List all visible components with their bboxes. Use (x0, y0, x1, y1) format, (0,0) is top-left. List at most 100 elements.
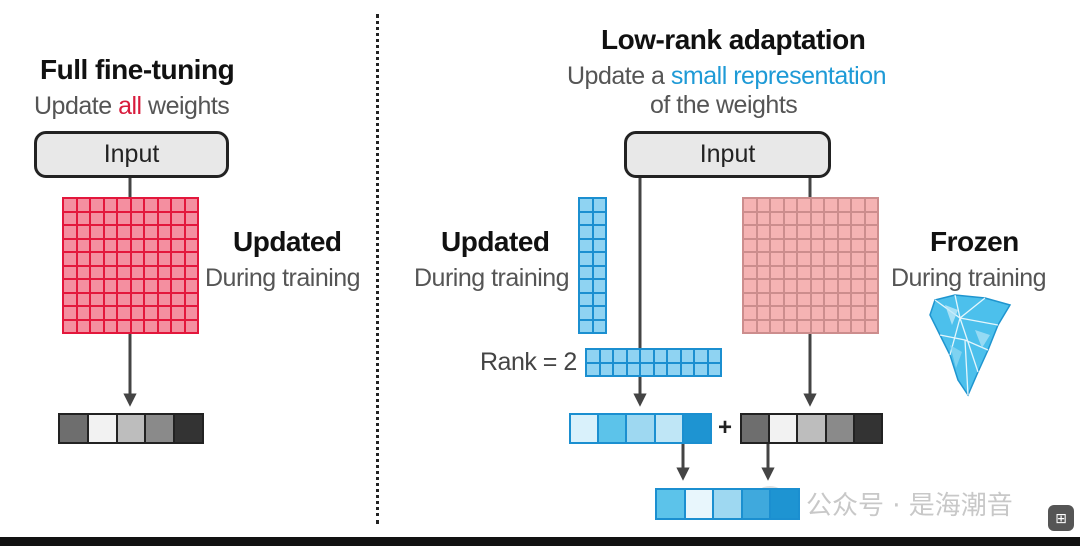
vector-cell (627, 415, 654, 442)
matrix-cell (784, 226, 796, 238)
matrix-cell (158, 280, 170, 292)
matrix-cell (852, 253, 864, 265)
matrix-cell (172, 280, 184, 292)
matrix-cell (784, 280, 796, 292)
matrix-cell (77, 293, 89, 305)
matrix-cell (865, 253, 877, 265)
matrix-cell (158, 212, 170, 224)
vector-cell (826, 415, 853, 442)
lora-updated-label: Updated (441, 226, 550, 257)
matrix-cell (695, 350, 707, 362)
matrix-cell (104, 320, 116, 332)
matrix-cell (825, 280, 837, 292)
matrix-cell (757, 199, 769, 211)
bottom-bar (0, 537, 1080, 546)
right-subtitle-line1: Update a small representation (567, 62, 887, 91)
matrix-cell (593, 199, 605, 211)
matrix-cell (681, 363, 693, 375)
matrix-cell (681, 350, 693, 362)
matrix-cell (744, 293, 756, 305)
matrix-cell (654, 350, 666, 362)
matrix-cell (798, 239, 810, 251)
right-input-label: Input (699, 140, 756, 168)
right-subtitle-highlight: small representation (670, 62, 887, 90)
matrix-cell (593, 253, 605, 265)
matrix-cell (798, 266, 810, 278)
frozen-during-label: During training (891, 264, 1047, 292)
matrix-cell (838, 199, 850, 211)
corner-menu-icon[interactable]: ⊞ (1048, 505, 1074, 531)
matrix-cell (838, 307, 850, 319)
matrix-cell (77, 266, 89, 278)
matrix-cell (600, 363, 612, 375)
vector-cell (798, 415, 825, 442)
matrix-cell (118, 280, 130, 292)
matrix-cell (131, 320, 143, 332)
matrix-cell (145, 226, 157, 238)
vector-cell (175, 415, 202, 442)
matrix-cell (145, 199, 157, 211)
matrix-cell (64, 307, 76, 319)
matrix-cell (838, 266, 850, 278)
matrix-cell (158, 320, 170, 332)
matrix-cell (771, 253, 783, 265)
matrix-cell (627, 350, 639, 362)
matrix-cell (852, 212, 864, 224)
matrix-cell (771, 293, 783, 305)
matrix-cell (158, 239, 170, 251)
matrix-cell (158, 307, 170, 319)
matrix-cell (593, 239, 605, 251)
matrix-cell (865, 266, 877, 278)
lora-matrix-a (578, 197, 607, 334)
matrix-cell (744, 307, 756, 319)
matrix-cell (593, 280, 605, 292)
matrix-cell (118, 199, 130, 211)
vector-cell (685, 490, 713, 518)
matrix-cell (852, 239, 864, 251)
matrix-cell (627, 363, 639, 375)
matrix-cell (172, 266, 184, 278)
matrix-cell (838, 226, 850, 238)
matrix-cell (77, 253, 89, 265)
matrix-cell (145, 212, 157, 224)
vector-cell (88, 415, 116, 442)
matrix-cell (185, 226, 197, 238)
left-during-label: During training (205, 264, 361, 292)
matrix-cell (614, 363, 626, 375)
matrix-cell (744, 253, 756, 265)
matrix-cell (865, 307, 877, 319)
matrix-cell (798, 307, 810, 319)
matrix-cell (91, 212, 103, 224)
frozen-output-vector (740, 413, 883, 444)
right-title: Low-rank adaptation (601, 24, 866, 55)
matrix-cell (172, 293, 184, 305)
matrix-cell (77, 239, 89, 251)
matrix-cell (614, 350, 626, 362)
matrix-cell (145, 266, 157, 278)
matrix-cell (104, 239, 116, 251)
matrix-cell (91, 239, 103, 251)
matrix-cell (77, 226, 89, 238)
matrix-cell (825, 293, 837, 305)
matrix-cell (825, 320, 837, 332)
vector-cell (571, 415, 598, 442)
panel-divider (376, 14, 379, 524)
vector-cell (771, 490, 798, 518)
matrix-cell (158, 199, 170, 211)
left-updated-label: Updated (233, 226, 342, 257)
matrix-cell (811, 280, 823, 292)
matrix-cell (64, 212, 76, 224)
matrix-cell (757, 253, 769, 265)
matrix-cell (811, 320, 823, 332)
matrix-cell (131, 226, 143, 238)
matrix-cell (104, 253, 116, 265)
rank-label: Rank = 2 (480, 348, 577, 376)
vector-cell (770, 415, 797, 442)
matrix-cell (825, 226, 837, 238)
matrix-cell (757, 280, 769, 292)
matrix-cell (91, 226, 103, 238)
matrix-cell (118, 239, 130, 251)
matrix-cell (118, 226, 130, 238)
matrix-cell (784, 253, 796, 265)
matrix-cell (744, 239, 756, 251)
